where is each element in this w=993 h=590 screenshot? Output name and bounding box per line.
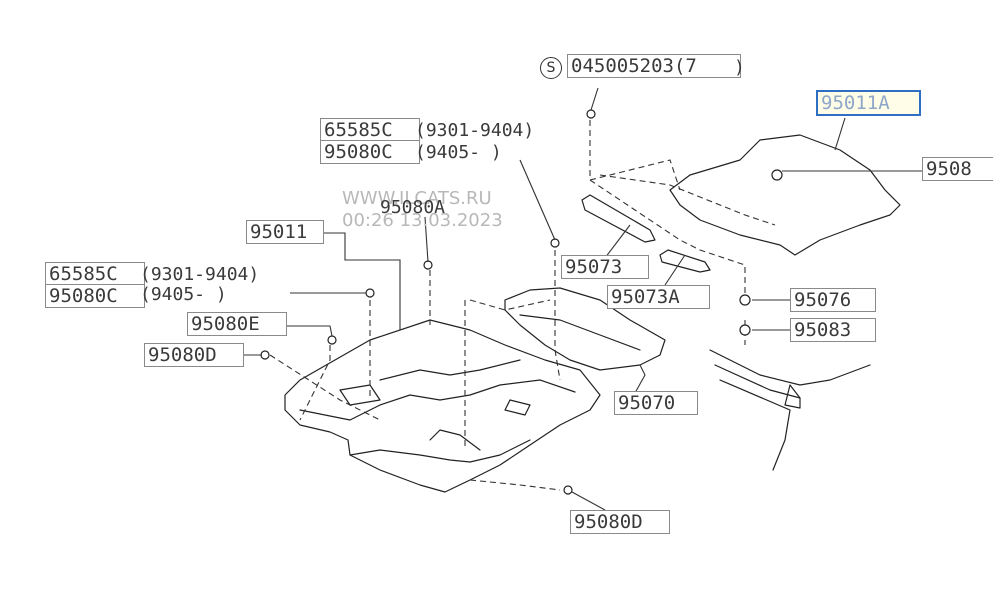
callout-95011A-selected[interactable]: 95011A — [816, 90, 921, 116]
callout-95073A[interactable]: 95073A — [607, 285, 710, 309]
clip-9508 — [771, 169, 783, 181]
callout-95080A[interactable]: 95080A — [380, 197, 446, 218]
range-95080C-left: (9405- ) — [140, 284, 227, 305]
watermark-site: WWW.ILCATS.RU — [342, 188, 492, 209]
body-sill — [709, 349, 871, 386]
bolt-045005203 — [586, 109, 596, 119]
callout-045005203[interactable]: 045005203(7 — [567, 54, 741, 78]
callout-65585C-top[interactable]: 65585C — [320, 118, 420, 142]
callout-95080D-left[interactable]: 95080D — [144, 343, 244, 367]
clip-95080C-left — [365, 288, 375, 298]
range-95080C-top: (9405- ) — [415, 142, 502, 163]
range-65585C-left: (9301-9404) — [140, 264, 260, 285]
clip-95083 — [739, 324, 751, 336]
bolt-symbol-icon: S — [540, 57, 562, 79]
callout-95080D-bottom[interactable]: 95080D — [570, 510, 670, 534]
callout-65585C-left[interactable]: 65585C — [45, 262, 145, 286]
callout-95083[interactable]: 95083 — [790, 318, 876, 342]
watermark-timestamp: 00:26 13.03.2023 — [342, 210, 503, 231]
callout-95073[interactable]: 95073 — [561, 255, 649, 279]
grommet-95076 — [739, 294, 751, 306]
trunk-mat — [669, 134, 901, 256]
clip-95080D-left — [260, 350, 270, 360]
clip-95080E — [327, 335, 337, 345]
callout-95080C-top[interactable]: 95080C — [320, 140, 420, 164]
callout-95076[interactable]: 95076 — [790, 288, 876, 312]
callout-95080C-left[interactable]: 95080C — [45, 284, 145, 308]
main-floor-mat — [284, 319, 601, 493]
callout-95070[interactable]: 95070 — [614, 391, 698, 415]
clip-95080D-bottom — [563, 485, 573, 495]
bracket-95073 — [581, 194, 656, 243]
callout-95080E[interactable]: 95080E — [187, 312, 287, 336]
bracket-95073A — [659, 249, 711, 273]
range-65585C-top: (9301-9404) — [415, 120, 535, 141]
callout-95011[interactable]: 95011 — [246, 220, 324, 244]
callout-045005203-close: ) — [734, 57, 745, 78]
clip-95080C-top — [550, 238, 560, 248]
clip-95080A — [423, 260, 433, 270]
callout-9508[interactable]: 9508 — [922, 157, 993, 181]
